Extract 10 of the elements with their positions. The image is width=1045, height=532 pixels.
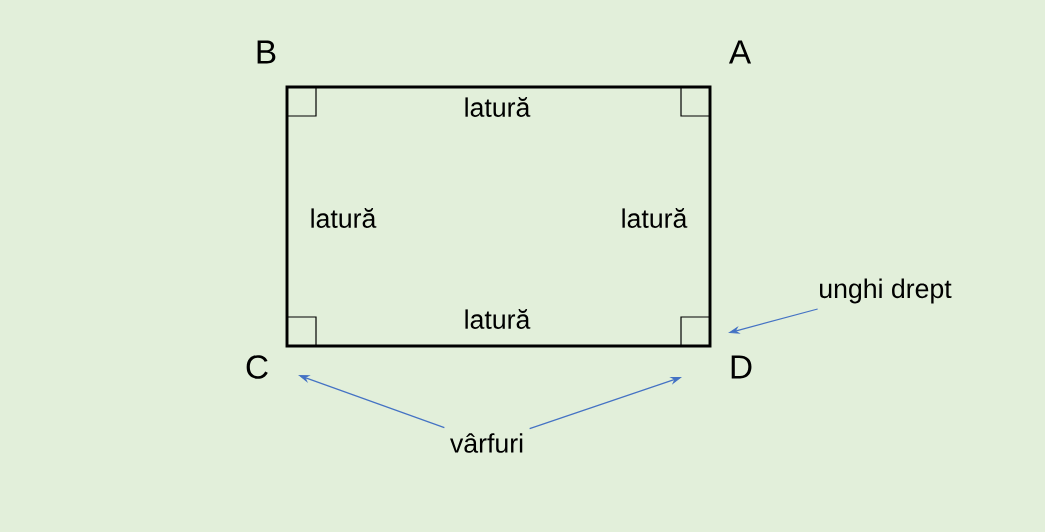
vertex-letter: A (728, 40, 752, 64)
side-label: latură (465, 309, 531, 329)
vertex-letter: C (246, 355, 268, 379)
vertex-letter: D (731, 355, 752, 379)
leader-label: unghi drept (820, 278, 952, 304)
vertex-letter: B (257, 40, 276, 64)
side-label: latură (622, 208, 688, 228)
side-label: latură (311, 208, 377, 228)
leader-label: vârfuri (450, 433, 523, 453)
side-label: latură (465, 97, 531, 117)
